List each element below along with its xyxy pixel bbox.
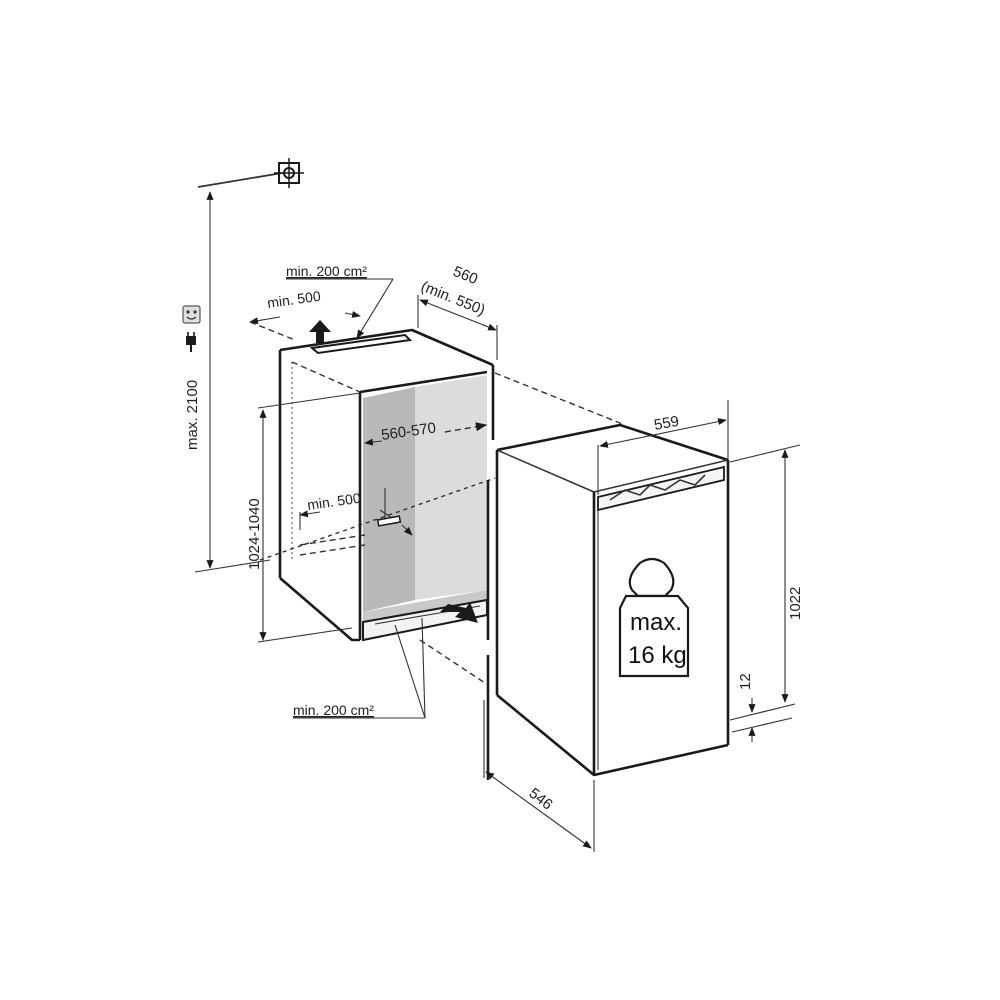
plug-icon: [186, 332, 196, 352]
appliance-height-label: 1022: [787, 587, 804, 620]
niche-depth-label: 560: [451, 263, 481, 288]
max-height-dimension: [194, 172, 283, 573]
appliance-width-label: 559: [653, 413, 681, 434]
refrigerator: [486, 423, 730, 780]
top-ventilation-label: min. 200 cm²: [286, 263, 367, 279]
inner-clearance-label: min. 500: [306, 490, 362, 513]
airflow-arrow-icon: [309, 320, 478, 623]
appliance-depth-label: 546: [526, 785, 556, 814]
niche-height-label: 1024-1040: [246, 498, 263, 570]
weight-value-label: 16 kg: [628, 642, 687, 669]
top-clearance-label: min. 500: [266, 288, 322, 311]
bottom-ventilation-label: min. 200 cm²: [293, 702, 374, 718]
niche-cabinet: [278, 328, 495, 642]
plinth-height-label: 12: [737, 673, 754, 690]
weight-max-label: max.: [630, 609, 682, 636]
wall-outlet-icon: [274, 158, 304, 188]
max-height-label: max. 2100: [184, 380, 201, 450]
power-socket-icon: [182, 305, 201, 324]
weight-icon: [618, 557, 690, 678]
